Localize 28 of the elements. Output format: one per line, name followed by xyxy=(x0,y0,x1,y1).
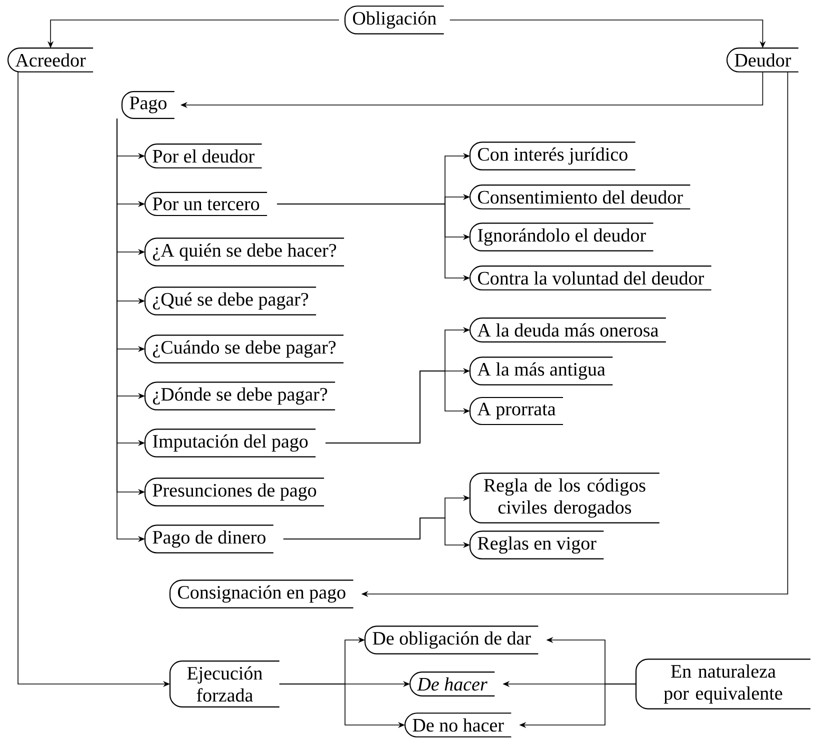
label-box: Contra la voluntad del deudor xyxy=(469,266,712,290)
label-box: A la más antigua xyxy=(469,356,613,386)
label-box: A prorrata xyxy=(469,396,563,426)
label-box: Obligación xyxy=(344,6,444,34)
label-box: ¿Qué se debe pagar? xyxy=(144,286,316,316)
label-box: De obligación de dar xyxy=(364,626,538,654)
label-box: ¿A quién se debe hacer? xyxy=(144,238,344,266)
label-box: Regla de los códigos civiles derogados xyxy=(469,472,660,524)
label-box: Imputación del pago xyxy=(144,428,316,458)
label-box: Pago xyxy=(121,90,174,119)
label-box: De hacer xyxy=(409,672,495,696)
label-box: Por un tercero xyxy=(144,192,268,216)
label-box: A la deuda más onerosa xyxy=(469,318,666,342)
label-box: Presunciones de pago xyxy=(144,478,324,506)
label-box: Consignación en pago xyxy=(169,580,354,608)
label-box: Con interés jurídico xyxy=(469,142,636,170)
label-box: De no hacer xyxy=(404,712,512,738)
label-box: Consentimiento del deudor xyxy=(469,184,690,210)
label-box: Reglas en vigor xyxy=(469,530,604,560)
label-box: Pago de dinero xyxy=(144,524,274,554)
label-box: En naturaleza por equivalente xyxy=(635,658,810,710)
label-box: ¿Dónde se debe pagar? xyxy=(144,382,336,410)
label-box: Ignorándolo el deudor xyxy=(469,222,654,252)
label-box: Acreedor xyxy=(7,48,94,72)
label-box: Deudor xyxy=(726,48,798,72)
label-box: Ejecución forzada xyxy=(169,660,280,708)
label-box: ¿Cuándo se debe pagar? xyxy=(144,334,344,364)
label-box: Por el deudor xyxy=(144,144,262,168)
